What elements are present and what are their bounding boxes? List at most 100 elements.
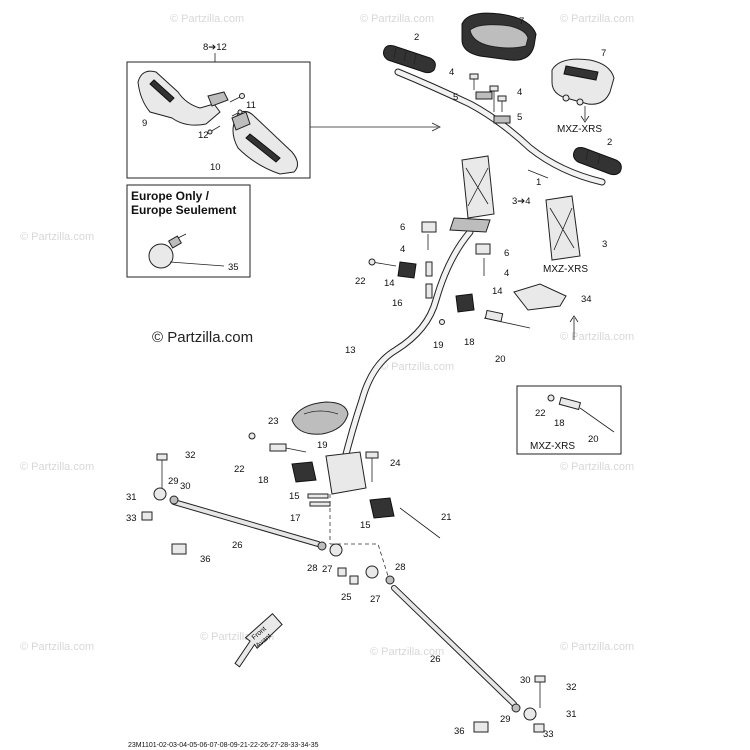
europe-inset-title: Europe Seulement (131, 203, 236, 217)
callout-9: 9 (142, 118, 147, 129)
riser-block-webbing (465, 167, 489, 207)
watermark: © Partzilla.com (560, 331, 634, 343)
callout-13: 13 (345, 345, 356, 356)
tie-rod-left (141, 453, 359, 585)
callout-3: 3 (602, 239, 607, 250)
riser-block-webbing (549, 207, 575, 251)
ball-joint-27 (365, 565, 379, 579)
front-direction-arrow: Front Avant (234, 613, 283, 668)
callout-28: 28 (395, 562, 406, 573)
leader-line (169, 261, 225, 267)
mxz-xrs-inset-frame (516, 385, 622, 455)
handguard-left (137, 70, 221, 126)
callout-19: 19 (317, 440, 328, 451)
cover-34 (513, 283, 567, 311)
watermark: © Partzilla.com (380, 361, 454, 373)
handguard-inset (126, 61, 441, 179)
watermark: © Partzilla.com (560, 641, 634, 653)
grease-point (439, 319, 445, 325)
variant-label: MXZ-XRS (543, 264, 588, 275)
bar-end-stem (167, 235, 183, 249)
callout-26: 26 (430, 654, 441, 665)
jam-nut-28 (317, 541, 327, 551)
grip-rib (403, 50, 407, 62)
callout-5: 5 (517, 112, 522, 123)
jam-nut-30 (511, 703, 521, 713)
callout-2: 2 (414, 32, 419, 43)
ball-joint-27 (329, 543, 343, 557)
steering-column (325, 217, 491, 495)
callout-29: 29 (168, 476, 179, 487)
callout-22: 22 (234, 464, 245, 475)
bushing-15 (369, 497, 395, 519)
callout-31: 31 (126, 492, 137, 503)
bolt-20 (579, 407, 615, 433)
handguard-logo (149, 79, 175, 103)
handlebar-pad-logo (563, 65, 599, 81)
tie-rod-highlight (172, 500, 320, 546)
callout-36: 36 (454, 726, 465, 737)
watermark: © Partzilla.com (360, 13, 434, 25)
watermark-main: © Partzilla.com (152, 329, 253, 346)
watermark: © Partzilla.com (560, 13, 634, 25)
shim-17 (307, 493, 329, 499)
arrowhead (431, 122, 441, 132)
callout-15: 15 (289, 491, 300, 502)
ball-joint-31 (153, 487, 167, 501)
callout-27: 27 (322, 564, 333, 575)
callout-31: 31 (566, 709, 577, 720)
watermark: © Partzilla.com (560, 461, 634, 473)
europe-inset-title: Europe Only / (131, 189, 210, 203)
callout-2: 2 (607, 137, 612, 148)
grip-rib (393, 47, 397, 59)
callout-27: 27 (370, 594, 381, 605)
screw-head (237, 109, 243, 115)
bolt-21 (399, 507, 441, 539)
bolt-head (497, 95, 507, 102)
jam-nut-30 (169, 495, 179, 505)
tie-rod-right (365, 565, 546, 733)
callout-24: 24 (390, 458, 401, 469)
bolt-head (534, 675, 546, 683)
callout-26: 26 (232, 540, 243, 551)
europe-inset-frame (126, 184, 251, 278)
grip-rib (413, 53, 417, 65)
callout-15: 15 (360, 520, 371, 531)
cap-36 (473, 721, 489, 733)
callout-7: 7 (519, 16, 524, 27)
watermark: © Partzilla.com (20, 641, 94, 653)
lower-clamp-hardware (248, 432, 441, 539)
callout-3-4: 3➔4 (512, 196, 531, 207)
spacer-18 (558, 396, 582, 411)
tie-rod-highlight (392, 586, 516, 706)
callout-4: 4 (400, 244, 405, 255)
callout-32: 32 (566, 682, 577, 693)
callout-32: 32 (185, 450, 196, 461)
callout-22: 22 (355, 276, 366, 287)
cover-23 (291, 401, 349, 435)
handlebar-assembly (383, 12, 622, 186)
callout-14: 14 (492, 286, 503, 297)
nut-33 (141, 511, 153, 521)
callout-33: 33 (543, 729, 554, 740)
bolt-head-22 (248, 432, 256, 440)
callout-6: 6 (400, 222, 405, 233)
callout-35: 35 (228, 262, 239, 273)
callout-4: 4 (517, 87, 522, 98)
watermark: © Partzilla.com (170, 13, 244, 25)
leader-arrow (569, 315, 579, 340)
spacer-18 (269, 443, 287, 452)
dashed-relation (330, 543, 389, 577)
callout-33: 33 (126, 513, 137, 524)
callout-7: 7 (601, 48, 606, 59)
grip-rib (597, 153, 601, 165)
nut-33 (533, 723, 545, 733)
callout-12: 12 (198, 130, 209, 141)
pin-16 (425, 261, 433, 277)
mxz-xrs-inset: MXZ-XRS (516, 385, 622, 455)
leader-line (527, 169, 549, 179)
callout-6: 6 (504, 248, 509, 259)
bushing-14 (455, 293, 475, 313)
bushing-15 (291, 461, 317, 483)
callout-21: 21 (441, 512, 452, 523)
